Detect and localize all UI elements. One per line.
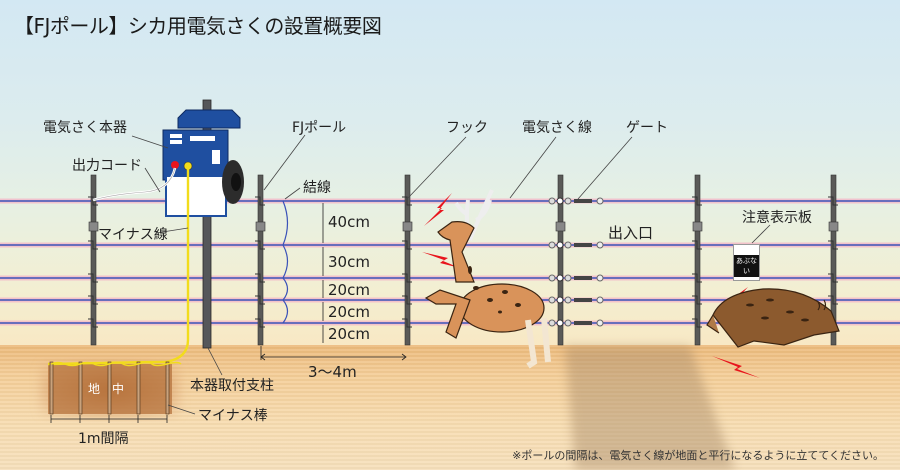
label-hook: フック: [446, 120, 488, 136]
dim-wire-4: 20cm: [328, 303, 370, 321]
dim-wire-1: 40cm: [328, 213, 370, 231]
label-binding-wire: 結線: [303, 180, 331, 196]
label-entrance: 出入口: [608, 224, 654, 242]
mount-post: [202, 99, 212, 349]
footnote: ※ポールの間隔は、電気さく線が地面と平行になるように立ててください。: [512, 449, 884, 462]
leader-lines: [131, 134, 771, 415]
label-fj-pole: FJポール: [292, 120, 347, 136]
binding-wire-loops: [282, 200, 289, 324]
label-ground-rod: マイナス棒: [198, 408, 268, 424]
dim-wire-3: 20cm: [328, 281, 370, 299]
dim-post-spacing: 3〜4m: [308, 363, 357, 381]
label-output-cord: 出力コード: [72, 158, 142, 174]
gate-handles: [548, 197, 604, 327]
warning-sign: あぶない: [733, 244, 760, 281]
label-underground: 地 中: [88, 382, 125, 396]
dim-wire-2: 30cm: [328, 253, 370, 271]
deer-illustration: [424, 189, 551, 369]
energizer-unit: [162, 109, 244, 217]
label-gate: ゲート: [626, 120, 668, 136]
label-energizer: 電気さく本器: [43, 120, 127, 136]
spark-icons: [422, 193, 760, 378]
fj-poles: [90, 174, 837, 346]
sign-text: あぶない: [734, 255, 759, 277]
label-rod-spacing: 1m間隔: [78, 431, 129, 447]
label-fence-wire: 電気さく線: [522, 120, 592, 136]
label-minus-wire: マイナス線: [98, 227, 168, 243]
hooks: [88, 196, 838, 328]
page-title: 【FJポール】シカ用電気さくの設置概要図: [14, 14, 382, 38]
label-mount-post: 本器取付支柱: [190, 378, 274, 394]
label-warning-sign: 注意表示板: [742, 210, 812, 226]
boar-illustration: [706, 288, 840, 348]
ground-rods: [49, 361, 170, 415]
dim-wire-5: 20cm: [328, 325, 370, 343]
